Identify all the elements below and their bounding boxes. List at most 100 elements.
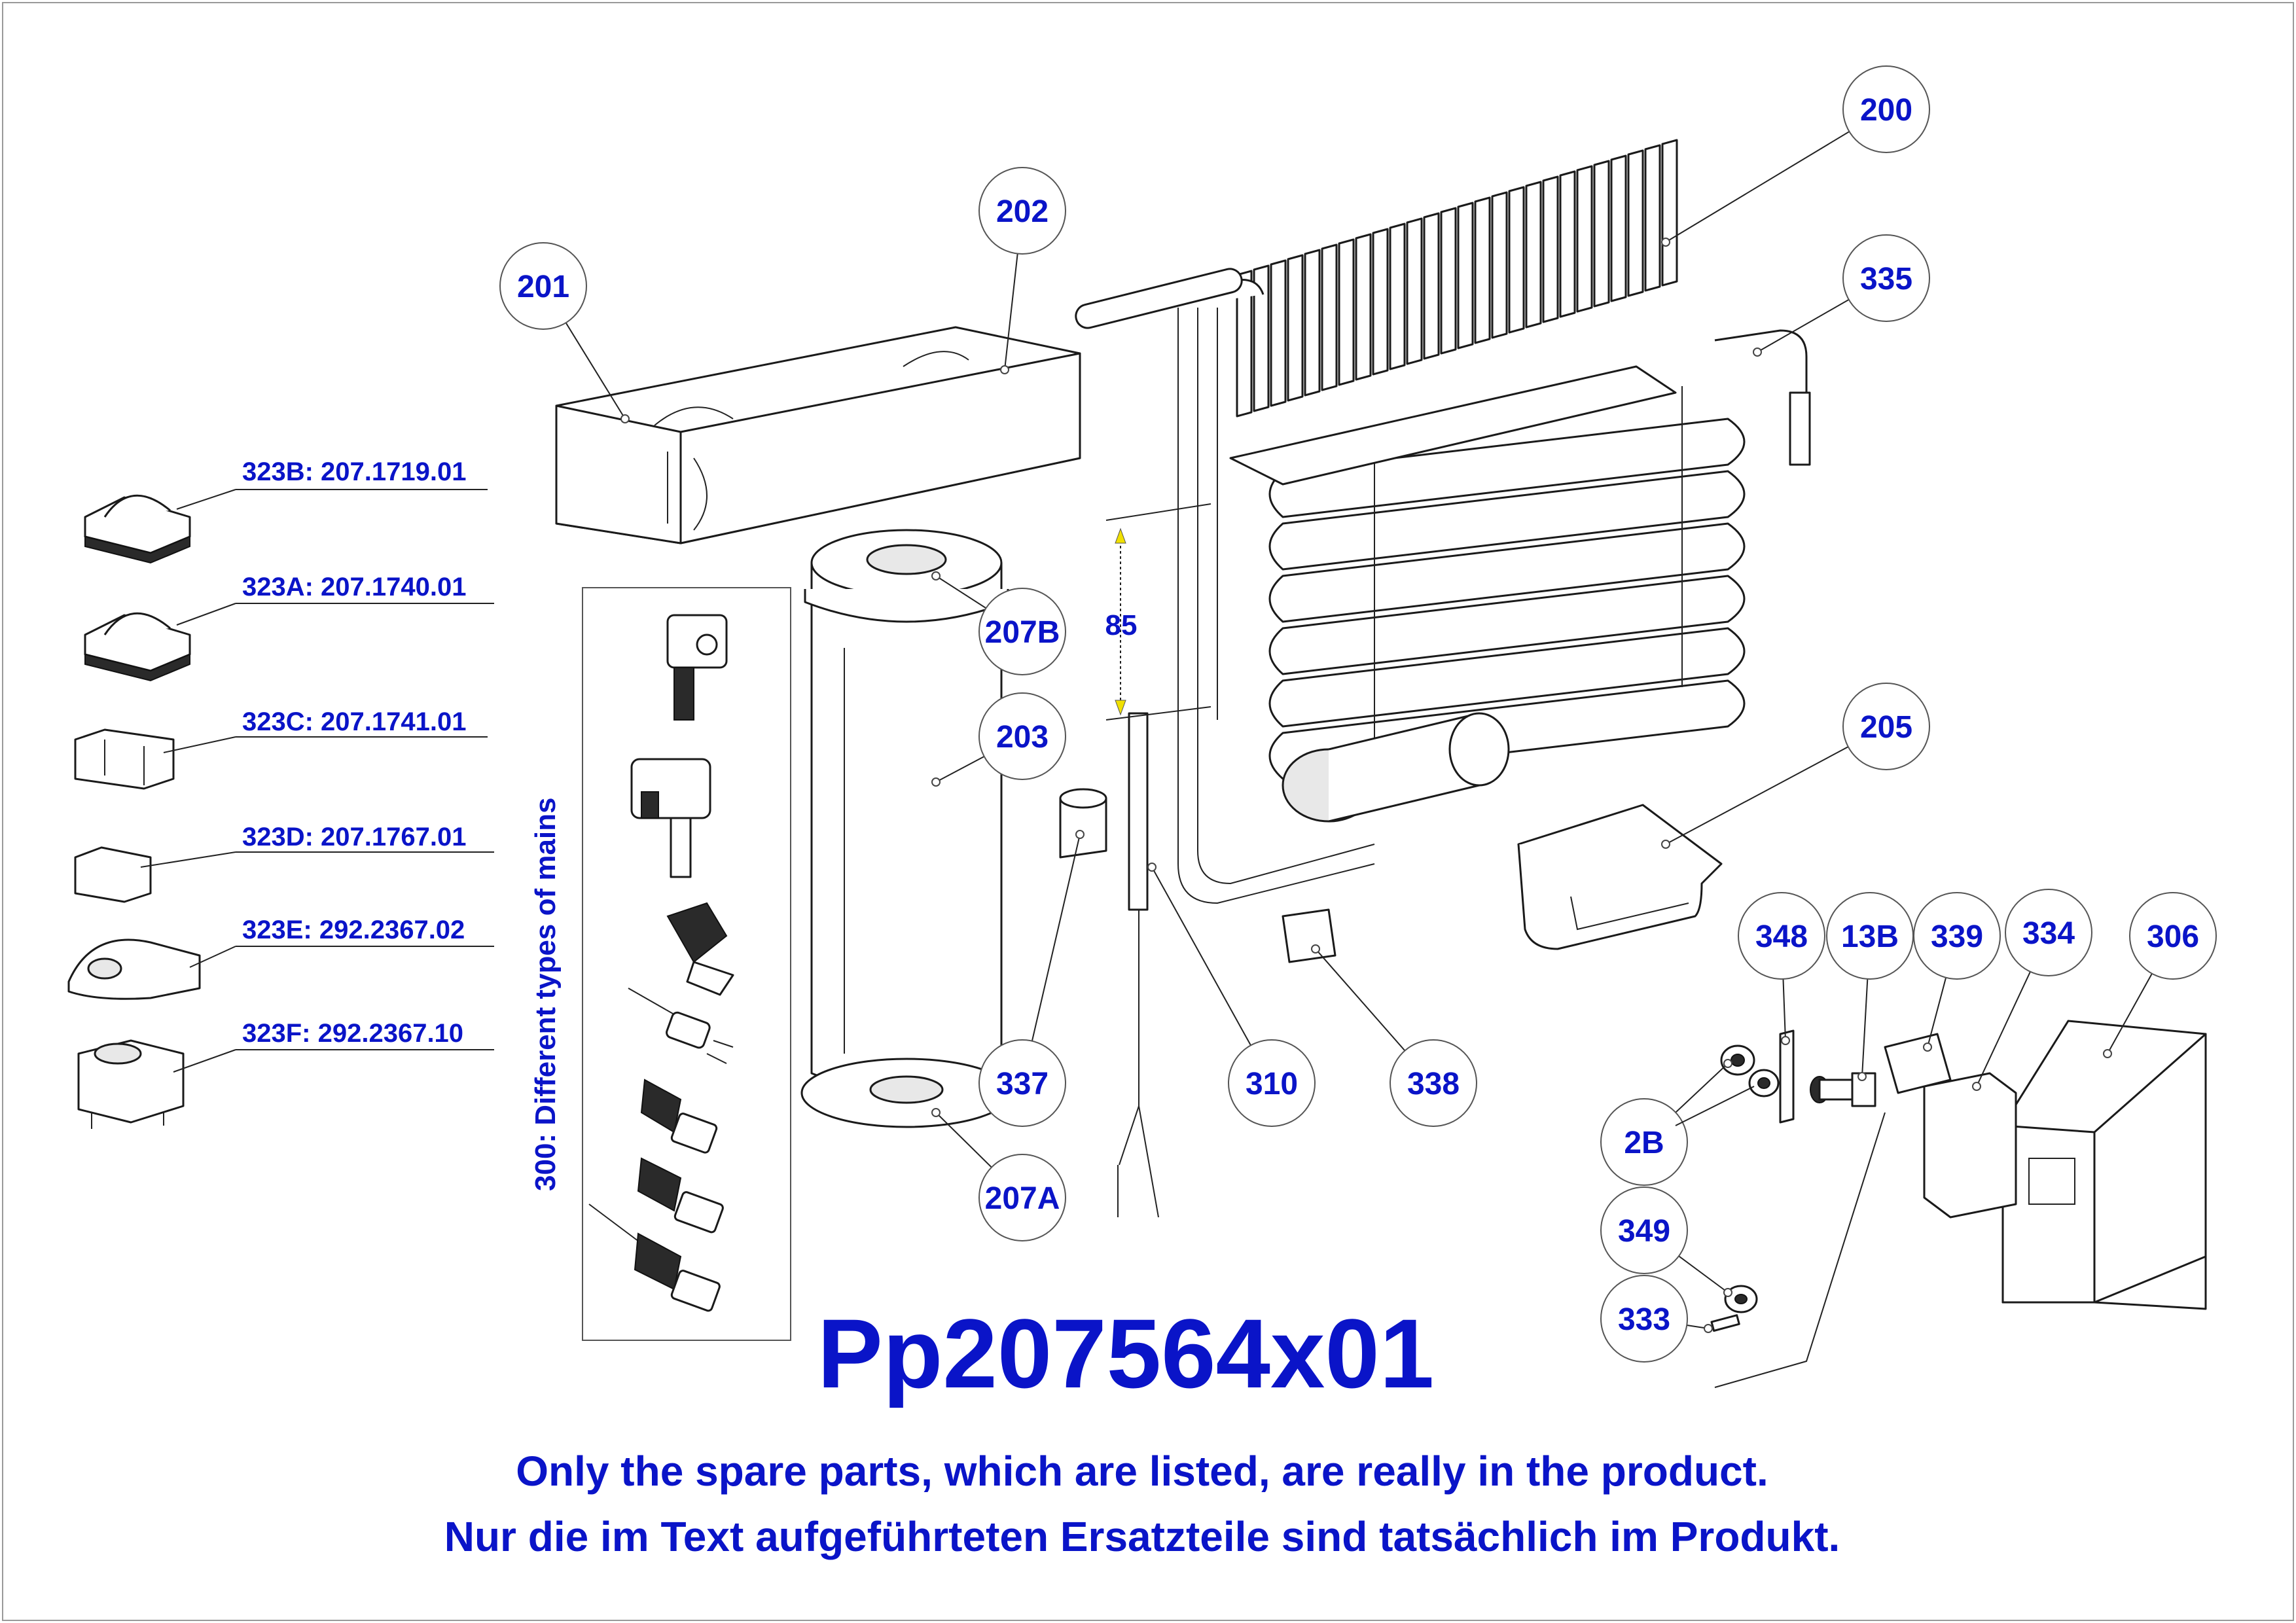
callout-number: 334 — [2022, 916, 2075, 951]
callout-339: 339 — [1913, 892, 2001, 1052]
callout-number: 207A — [985, 1181, 1060, 1216]
callout-anchor — [1857, 1072, 1867, 1081]
part-burner-cylinder — [800, 529, 1013, 1128]
callout-anchor — [1147, 863, 1157, 872]
callout-bubble — [978, 1154, 1066, 1241]
callouts: 201 202 200 335 207B 203 205 337 310 338 207A 348 13… — [499, 65, 2217, 1363]
callout-bubble — [1390, 1039, 1477, 1127]
callout-anchor — [1923, 1043, 1932, 1052]
cooling-fin — [1559, 170, 1576, 318]
part-control-assembly — [1710, 1020, 2207, 1388]
callout-201: 201 — [499, 242, 630, 423]
callout-number: 348 — [1755, 919, 1808, 954]
coil-loop — [1268, 418, 1746, 518]
callout-anchor — [1723, 1059, 1732, 1068]
dimension-85: 85 — [1105, 503, 1211, 721]
callout-333: 333 — [1600, 1275, 1713, 1363]
mains-plugs-box: 300: Different types of mains — [529, 587, 791, 1341]
cooling-fin — [1610, 154, 1627, 302]
coil-loop — [1268, 575, 1746, 675]
cooling-fin — [1236, 270, 1253, 418]
callout-bubble — [499, 242, 587, 330]
callout-anchor — [1972, 1082, 1981, 1091]
callout-207A: 207A — [931, 1108, 1066, 1241]
cooling-fin — [1287, 254, 1304, 402]
coil-loop — [1268, 470, 1746, 571]
cooling-fin — [1372, 228, 1389, 376]
plug-type-2 — [630, 758, 711, 878]
variant-label: 323E: 292.2367.02 — [242, 916, 465, 944]
callout-number: 2B — [1624, 1126, 1664, 1160]
callout-bubble — [1913, 892, 2001, 980]
variant-label: 323F: 292.2367.10 — [242, 1019, 463, 1048]
callout-207B: 207B — [931, 571, 1066, 675]
variant-323A: 323A: 207.1740.01 — [84, 573, 494, 682]
cooling-fin — [1406, 217, 1423, 365]
cooling-fin — [1355, 233, 1372, 381]
variant-323C: 323C: 207.1741.01 — [74, 707, 488, 790]
cooling-fin — [1389, 223, 1406, 370]
notice-german: Nur die im Text aufgeführteten Ersatztei… — [444, 1513, 1840, 1560]
callout-bubble — [978, 167, 1066, 255]
callout-anchor — [931, 571, 941, 580]
coil-loop — [1268, 627, 1746, 728]
cooling-fin — [1593, 160, 1610, 308]
plug-type-1 — [666, 614, 728, 721]
cooling-fin — [1491, 191, 1508, 339]
callout-203: 203 — [931, 692, 1066, 787]
variant-label: 323B: 207.1719.01 — [242, 457, 467, 486]
callout-anchor — [931, 777, 941, 787]
callout-number: 349 — [1618, 1214, 1670, 1249]
plug-type-6 — [637, 1157, 724, 1234]
document-code: Pp207564x01 — [817, 1298, 1434, 1408]
callout-bubble — [2005, 889, 2092, 976]
callout-number: 207B — [985, 615, 1060, 650]
plug-type-3 — [666, 902, 734, 996]
cooling-fin — [1457, 202, 1474, 349]
callout-335: 335 — [1753, 234, 1930, 357]
cooling-fin — [1525, 181, 1542, 329]
callout-number: 337 — [996, 1067, 1049, 1101]
plug-type-5 — [640, 1079, 718, 1154]
coil-loop — [1268, 522, 1746, 623]
callout-310: 310 — [1147, 863, 1316, 1127]
plug-type-7 — [588, 1204, 721, 1312]
callout-337: 337 — [978, 830, 1085, 1127]
callout-anchor — [931, 1108, 941, 1117]
cooling-fin — [1542, 175, 1559, 323]
callout-anchor — [1661, 840, 1670, 849]
cooling-fin — [1338, 238, 1355, 386]
cooling-fin — [1253, 264, 1270, 412]
callout-number: 333 — [1618, 1302, 1670, 1337]
callout-334: 334 — [1972, 889, 2092, 1091]
callout-number: 200 — [1860, 93, 1912, 128]
callout-338: 338 — [1311, 944, 1477, 1127]
callout-number: 203 — [996, 720, 1049, 755]
callout-number: 339 — [1931, 919, 1983, 954]
callout-bubble — [978, 692, 1066, 780]
callout-number: 202 — [996, 194, 1049, 229]
callout-348: 348 — [1738, 892, 1825, 1045]
mains-group-label: 300: Different types of mains — [529, 798, 562, 1192]
callout-number: 310 — [1246, 1067, 1298, 1101]
callout-anchor — [1753, 348, 1762, 357]
variant-323E: 323E: 292.2367.02 — [67, 916, 494, 1000]
cooling-fins — [1236, 139, 1678, 418]
callout-349: 349 — [1600, 1186, 1732, 1297]
callout-anchor — [620, 414, 630, 423]
callout-number: 13B — [1841, 919, 1899, 954]
callout-202: 202 — [978, 167, 1066, 374]
part-insulation-block — [555, 326, 1081, 544]
callout-205: 205 — [1661, 683, 1930, 849]
callout-bubble — [1842, 234, 1930, 322]
cooling-fin — [1321, 243, 1338, 391]
variant-323B: 323B: 207.1719.01 — [84, 457, 488, 564]
cooling-fin — [1440, 207, 1457, 355]
callout-bubble — [978, 588, 1066, 675]
variant-323D: 323D: 207.1767.01 — [74, 823, 494, 903]
callout-number: 338 — [1407, 1067, 1460, 1101]
cooling-fin — [1661, 139, 1678, 287]
callout-bubble — [2129, 892, 2217, 980]
